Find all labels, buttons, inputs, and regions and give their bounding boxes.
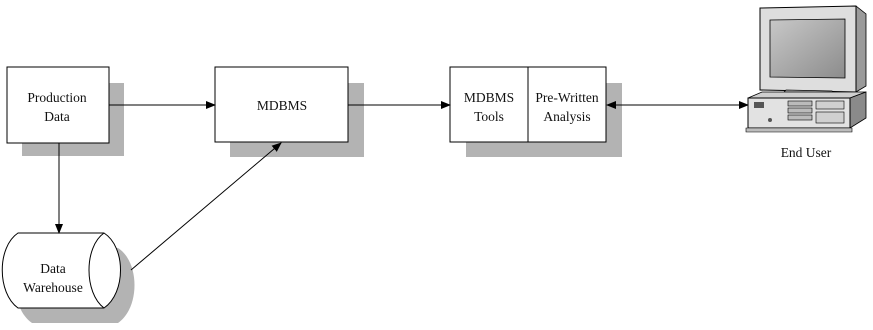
production-data-label-line2: Data: [44, 109, 69, 124]
desktop-computer-icon: [745, 5, 867, 133]
mdbms-box: [214, 66, 349, 143]
pre-written-analysis-label-line2: Analysis: [543, 109, 590, 124]
production-data-box: [6, 66, 110, 144]
mdbms-tools-analysis-node: MDBMS Tools Pre-Written Analysis: [449, 66, 622, 157]
data-warehouse-label-line2: Warehouse: [23, 280, 83, 295]
pre-written-analysis-label-line1: Pre-Written: [535, 90, 598, 105]
production-data-node: Production Data: [6, 66, 124, 156]
data-warehouse-node: Data Warehouse: [1, 232, 135, 323]
end-user-label: End User: [781, 145, 832, 160]
data-warehouse-label-line1: Data: [40, 261, 65, 276]
mdbms-tools-label-line1: MDBMS: [464, 90, 514, 105]
mdbms-node: MDBMS: [214, 66, 364, 157]
mdbms-label: MDBMS: [257, 98, 307, 113]
production-data-label-line1: Production: [27, 90, 86, 105]
arrow-warehouse-to-mdbms: [130, 142, 282, 271]
mdbms-tools-label-line2: Tools: [474, 109, 504, 124]
data-warehouse-inner-edge: [88, 232, 105, 309]
